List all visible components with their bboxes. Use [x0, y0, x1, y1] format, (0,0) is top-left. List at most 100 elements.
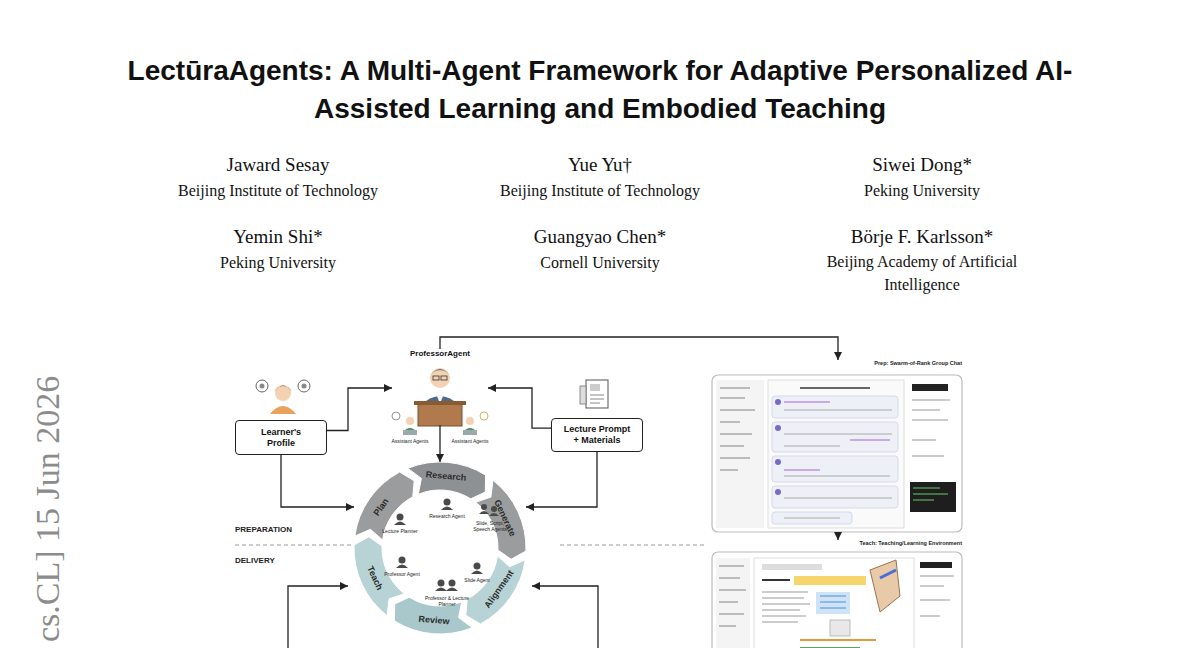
illustration-part — [794, 576, 866, 585]
illustration-part — [754, 558, 914, 648]
author-name: Siwei Dong* — [872, 154, 972, 176]
professor-icon — [414, 368, 466, 426]
illustration-part — [480, 412, 488, 420]
illustration-part — [403, 430, 417, 435]
illustration-part — [912, 400, 950, 456]
materials-icon — [580, 380, 608, 408]
illustration-part — [775, 489, 781, 495]
agent-label: Slide Agent — [464, 577, 489, 583]
illustration-part — [720, 388, 755, 470]
cycle-ring: ResearchGenerateAlignmentReviewTeachPlan — [354, 462, 526, 634]
illustration-part — [720, 433, 752, 435]
flow-arrow — [439, 425, 440, 462]
chat-screenshot — [712, 375, 962, 532]
illustration-part — [720, 397, 745, 399]
teaching-screenshot — [712, 552, 962, 648]
phase-label: PREPARATION — [235, 525, 292, 535]
illustration-part — [394, 597, 472, 634]
illustration-part — [870, 560, 900, 612]
affiliation: Beijing Institute of Technology — [475, 179, 725, 202]
illustration-part — [784, 402, 890, 470]
illustration-part — [716, 558, 750, 648]
illustration-part — [775, 425, 781, 431]
illustration-part — [476, 480, 526, 559]
agent-people — [394, 499, 499, 592]
illustration-part — [762, 579, 790, 581]
flow-arrow — [281, 455, 354, 507]
agent-name: ProfessorAgent — [392, 349, 488, 359]
flow-arrow — [837, 532, 838, 540]
illustration-part — [920, 576, 954, 616]
cycle-step: Review — [418, 613, 450, 626]
illustration-part — [560, 545, 706, 546]
illustration-part — [912, 419, 948, 421]
illustration-part — [762, 591, 808, 592]
illustration-part — [772, 456, 898, 482]
agent-label: Research Agent — [429, 513, 465, 519]
illustration-part — [784, 517, 840, 518]
illustration-part — [800, 639, 876, 641]
illustration-part — [580, 386, 586, 404]
illustration-part — [913, 494, 948, 495]
illustration-part — [762, 615, 806, 616]
illustration-part — [918, 558, 958, 648]
illustration-part — [775, 399, 781, 405]
illustration-part — [784, 475, 890, 476]
learner-icon — [256, 380, 310, 414]
illustration-part — [474, 563, 481, 570]
input-box: Learner's Profile — [235, 420, 327, 455]
illustration-part — [850, 439, 890, 441]
author-name: Guangyao Chen* — [534, 226, 666, 248]
illustration-part — [719, 613, 744, 615]
illustration-part — [820, 608, 846, 609]
illustration-part — [920, 599, 950, 601]
illustration-part — [910, 482, 956, 512]
agent-label: Professor Agent — [384, 571, 420, 577]
illustration-part — [444, 499, 451, 506]
agent-label: Slide, Script, Speech Agents — [467, 520, 513, 532]
illustration-part — [820, 596, 846, 597]
illustration-part — [399, 557, 406, 564]
agent-label: Lecture Planner — [382, 528, 417, 534]
illustration-part — [912, 439, 936, 441]
panel-heading: Prep: Swarm-of-Rank Group Chat — [874, 360, 962, 367]
illustration-part — [438, 580, 445, 587]
illustration-part — [913, 500, 934, 501]
illustration-part — [762, 621, 798, 622]
illustration-part — [784, 497, 892, 498]
illustration-part — [298, 380, 310, 392]
illustration-part — [466, 556, 525, 624]
illustration-part — [471, 571, 483, 575]
paper-title: LectūraAgents: A Multi-Agent Framework f… — [120, 52, 1080, 128]
phase-divider — [235, 545, 706, 546]
illustration-part — [762, 597, 804, 598]
illustration-part — [920, 575, 954, 577]
box-label: Lecture Prompt + Materials — [562, 424, 632, 446]
author-name: Yemin Shi* — [233, 226, 322, 248]
illustration-part — [532, 586, 598, 648]
author-name: Jaward Sesay — [227, 154, 330, 176]
screenshot-panel: Teach: Teaching/Learning Environment — [712, 540, 962, 648]
cycle-step: Research — [426, 470, 467, 483]
illustration-part — [920, 562, 952, 568]
illustration-part — [590, 399, 604, 400]
affiliation: Peking University — [153, 251, 403, 274]
illustration-part — [719, 565, 744, 567]
illustration-part — [479, 511, 489, 514]
illustration-part — [912, 399, 950, 401]
illustration-part — [590, 384, 600, 391]
illustration-part — [720, 409, 755, 411]
illustration-part — [913, 488, 948, 500]
illustration-part — [720, 421, 740, 423]
illustration-part — [720, 445, 744, 447]
illustration-part — [590, 395, 604, 396]
illustration-part — [784, 445, 840, 446]
flow-arrow — [440, 337, 838, 360]
illustration-part — [288, 586, 348, 648]
author-name: Yue Yu† — [568, 154, 632, 176]
illustration-part — [406, 417, 414, 425]
illustration-part — [772, 396, 898, 524]
illustration-part — [270, 406, 296, 414]
cycle-ring — [354, 462, 526, 634]
panel-heading: Teach: Teaching/Learning Environment — [860, 540, 962, 547]
